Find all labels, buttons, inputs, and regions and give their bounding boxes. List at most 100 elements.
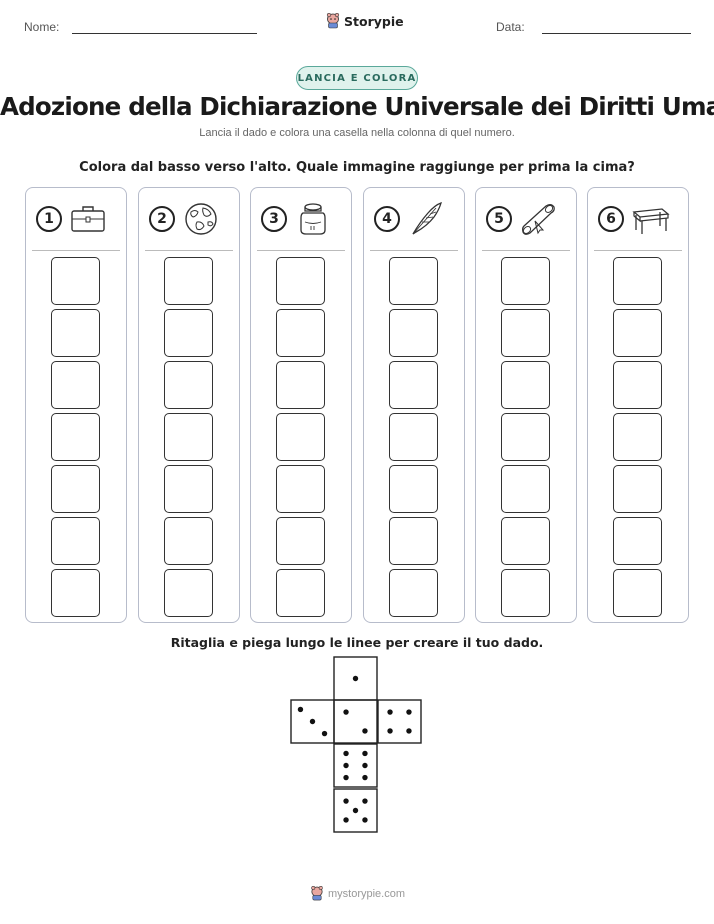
color-box[interactable] [613,465,662,513]
color-box[interactable] [164,517,213,565]
die-face-2 [333,699,378,744]
die-pip [387,709,393,715]
die-face-6 [333,743,378,788]
color-box[interactable] [51,309,100,357]
table-icon [632,208,670,234]
die-pip [387,728,393,734]
color-box[interactable] [276,361,325,409]
name-line[interactable] [72,33,257,34]
column-header: 4 [374,200,456,238]
instruction-text: Colora dal basso verso l'alto. Quale imm… [79,160,635,175]
column-number: 6 [598,206,624,232]
column-header: 5 [486,200,568,238]
color-box[interactable] [51,517,100,565]
column-4: 4 [363,187,465,623]
die-pip [343,774,349,781]
color-box[interactable] [501,257,550,305]
die-pip [406,709,412,715]
die-pip [343,762,349,769]
color-box[interactable] [164,465,213,513]
color-box[interactable] [276,413,325,461]
die-pip [321,730,328,737]
die-pip [343,798,349,804]
name-label: Nome: [24,20,60,34]
color-box[interactable] [501,569,550,617]
die-pip [406,728,412,734]
color-box[interactable] [164,569,213,617]
color-box[interactable] [276,309,325,357]
color-box[interactable] [389,413,438,461]
color-box[interactable] [164,257,213,305]
die-pip [362,750,368,757]
footer: mystorypie.com [310,886,405,901]
color-box[interactable] [389,361,438,409]
column-5: 5 [475,187,577,623]
die-pip [362,798,368,804]
die-pip [362,817,368,823]
column-header: 3 [261,200,343,238]
page-subtitle: Lancia il dado e colora una casella nell… [199,127,515,139]
color-box[interactable] [164,309,213,357]
column-number: 5 [486,206,512,232]
color-box[interactable] [501,517,550,565]
color-box[interactable] [164,413,213,461]
color-box[interactable] [164,361,213,409]
color-box[interactable] [613,569,662,617]
color-box[interactable] [51,413,100,461]
die-pip [362,762,368,769]
date-label: Data: [496,20,525,34]
column-header: 1 [36,200,118,238]
color-box[interactable] [389,465,438,513]
color-box[interactable] [613,309,662,357]
column-divider [482,250,570,251]
die-pip [352,807,359,814]
color-box[interactable] [389,309,438,357]
storypie-mascot-icon [326,13,340,29]
die-pip [343,709,349,715]
die-pip [362,774,368,781]
column-number: 4 [374,206,400,232]
die-pip [343,817,349,823]
die-pip [297,706,304,713]
color-box[interactable] [389,257,438,305]
storypie-mascot-icon [311,886,323,901]
color-box[interactable] [51,257,100,305]
color-box[interactable] [276,569,325,617]
color-box[interactable] [389,517,438,565]
color-box[interactable] [389,569,438,617]
inkwell-icon [300,203,326,235]
color-box[interactable] [501,465,550,513]
column-divider [145,250,233,251]
die-pip [309,718,316,725]
color-box[interactable] [276,517,325,565]
die-pip [362,728,368,734]
color-box[interactable] [276,465,325,513]
color-box[interactable] [51,361,100,409]
color-box[interactable] [501,361,550,409]
die-face-5 [333,788,378,833]
die-pip [343,750,349,757]
column-3: 3 [250,187,352,623]
brand-name: Storypie [344,13,404,29]
color-box[interactable] [613,257,662,305]
cut-instruction: Ritaglia e piega lungo le linee per crea… [170,635,544,650]
quill-feather-icon [412,201,442,235]
footer-url[interactable]: mystorypie.com [328,887,406,900]
column-6: 6 [587,187,689,623]
column-number: 2 [149,206,175,232]
date-line[interactable] [542,33,691,34]
color-box[interactable] [51,569,100,617]
column-number: 3 [261,206,287,232]
die-pip [352,675,359,682]
color-box[interactable] [51,465,100,513]
color-box[interactable] [613,361,662,409]
column-header: 6 [598,200,680,238]
column-divider [257,250,345,251]
color-box[interactable] [276,257,325,305]
color-box[interactable] [613,517,662,565]
color-box[interactable] [501,309,550,357]
column-2: 2 [138,187,240,623]
color-box[interactable] [613,413,662,461]
activity-badge: LANCIA E COLORA [296,66,418,90]
color-box[interactable] [501,413,550,461]
